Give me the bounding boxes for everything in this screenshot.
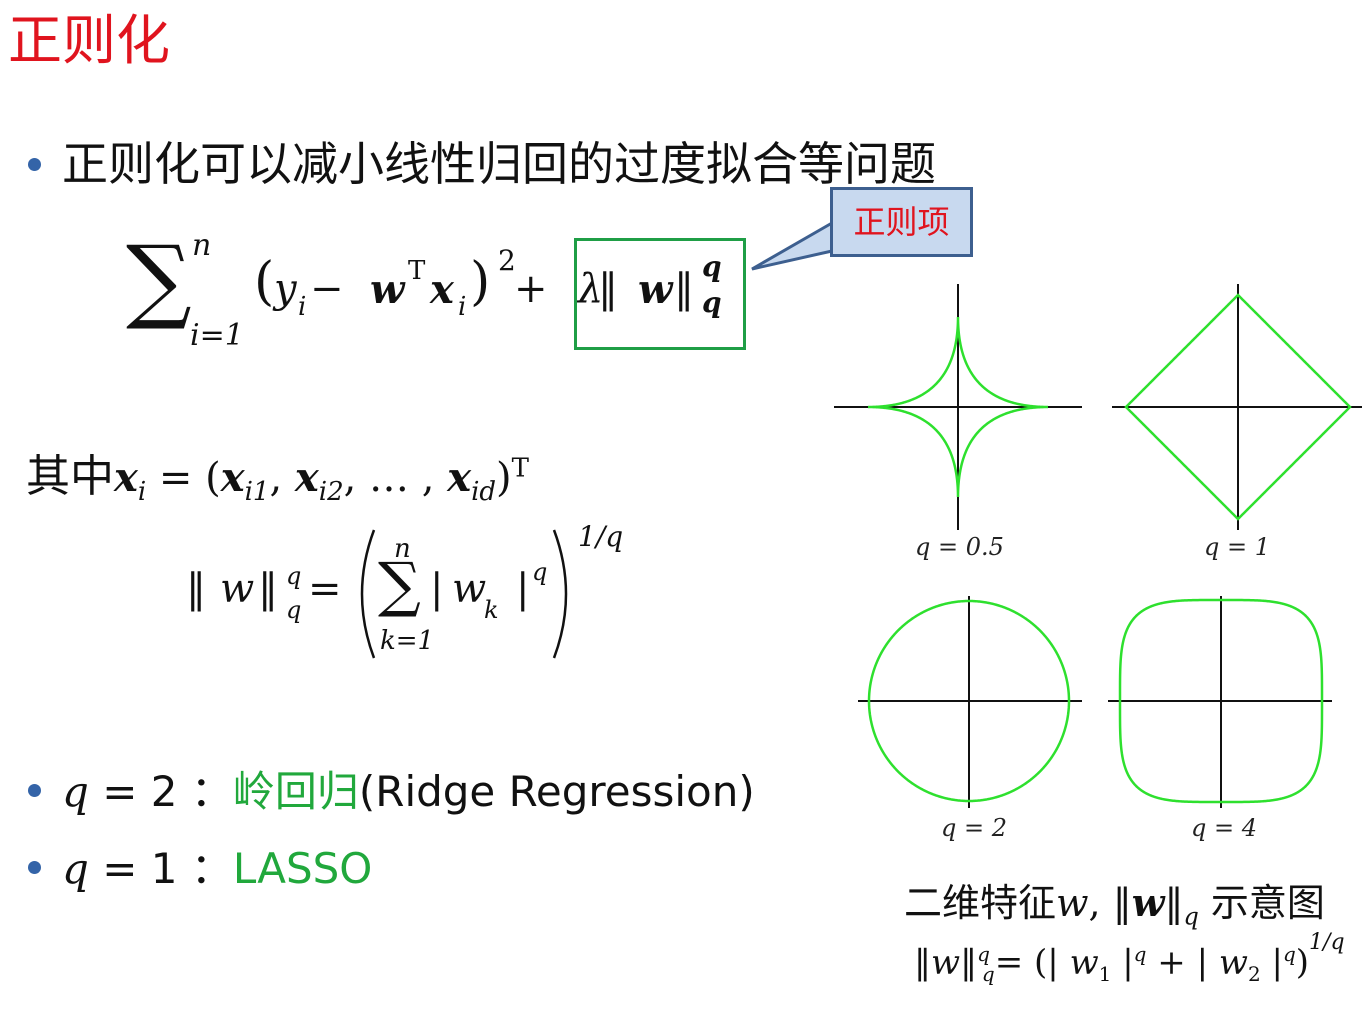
plot-q-4	[1108, 596, 1332, 808]
norm-close: ‖	[674, 266, 694, 312]
transpose: T	[511, 453, 529, 484]
norm-open: ‖	[598, 266, 618, 312]
var-y-sub: i	[298, 292, 307, 322]
square: 2	[498, 244, 516, 277]
unit-ball-curve	[1118, 598, 1324, 804]
callout-label: 正则项	[830, 187, 973, 257]
plot-label-q-2: q = 2	[941, 814, 1007, 842]
lhs-sub: q	[286, 596, 302, 624]
ellipsis: , … ,	[343, 455, 448, 501]
sum-upper: n	[394, 534, 411, 564]
sum-symbol: ∑	[126, 226, 192, 333]
plot-q-0.5	[834, 284, 1082, 530]
lhs-bar: ‖	[186, 566, 206, 612]
bullet-text: 正则化可以减小线性归回的过度拟合等问题	[62, 137, 936, 191]
lasso-name: LASSO	[232, 844, 373, 893]
eq: = (	[146, 455, 221, 501]
caption-line1: 二维特征w, ‖w‖q 示意图	[904, 880, 1325, 931]
unit-ball-curve	[867, 599, 1071, 803]
bullet-dot	[28, 861, 41, 874]
bullet-ridge: q = 2 ：岭回归(Ridge Regression)	[62, 767, 755, 816]
var-w: w	[370, 266, 405, 313]
x2: x	[294, 454, 319, 501]
x2-sub: i2	[318, 477, 344, 507]
abs-open: |	[430, 566, 444, 612]
x-sub: i	[137, 477, 147, 507]
xd-sub: id	[471, 477, 497, 507]
lhs-sup: q	[286, 562, 302, 590]
sum-upper: n	[192, 228, 212, 263]
lhs-bar2: ‖	[258, 566, 278, 612]
close-paren: )	[496, 455, 512, 501]
plot-label-q-0.5: q = 0.5	[915, 533, 1004, 561]
plot-label-q-4: q = 4	[1191, 814, 1257, 842]
plot-q-2	[858, 596, 1082, 808]
norm-sup: q	[702, 250, 722, 283]
unit-ball-curve	[868, 317, 1048, 497]
prefix-text: 其中	[26, 451, 114, 502]
plot-q-1	[1112, 284, 1362, 530]
comma: ,	[269, 455, 295, 501]
norm-definition: ‖ w ‖ q q = n ∑ k=1 | w k | q 1/q	[186, 520, 636, 666]
ridge-name: 岭回归	[232, 767, 359, 816]
lambda: λ	[578, 266, 604, 312]
minus: −	[310, 266, 344, 312]
var-x: x	[430, 266, 454, 313]
var-w-sup: T	[408, 256, 426, 286]
unit-ball-curve	[1124, 293, 1352, 521]
var-x-sub: i	[458, 292, 467, 322]
x1: x	[220, 454, 245, 501]
paren-close: )	[470, 252, 491, 312]
big-paren-left	[360, 529, 376, 659]
eq: =	[308, 566, 342, 612]
wk: w	[452, 566, 487, 612]
paren-open: (	[254, 252, 275, 312]
wk-sub: k	[484, 596, 499, 624]
regularization-term-box	[574, 238, 746, 350]
plot-label-q-1: q = 1	[1204, 533, 1270, 561]
caption-line2: ‖w‖qq= (| w1 |q + | w2 |q)1/q	[914, 930, 1345, 987]
norm-w: w	[638, 266, 673, 313]
bullet-dot	[28, 158, 41, 171]
lhs-w: w	[220, 566, 255, 612]
norm-unit-ball-plots	[834, 284, 1362, 808]
vector-definition: 其中xi = (xi1, xi2, … , xid)T	[26, 440, 529, 507]
sum-symbol: ∑	[378, 550, 421, 620]
xd: x	[447, 454, 472, 501]
abs-close: |	[516, 566, 530, 612]
big-paren-right	[552, 529, 568, 659]
bullet-dot	[28, 784, 41, 797]
slide-title: 正则化	[8, 9, 170, 72]
norm-sub: q	[702, 286, 722, 319]
sum-lower: i=1	[190, 318, 244, 353]
x: x	[114, 454, 138, 501]
var-y: y	[274, 266, 297, 312]
sum-lower: k=1	[380, 626, 435, 656]
callout-pointer	[751, 220, 834, 271]
outer-sup: 1/q	[578, 520, 624, 553]
plus: +	[514, 266, 548, 312]
bullet-lasso: q = 1 ：LASSO	[62, 844, 373, 893]
abs-sup: q	[532, 558, 548, 586]
x1-sub: i1	[244, 477, 270, 507]
